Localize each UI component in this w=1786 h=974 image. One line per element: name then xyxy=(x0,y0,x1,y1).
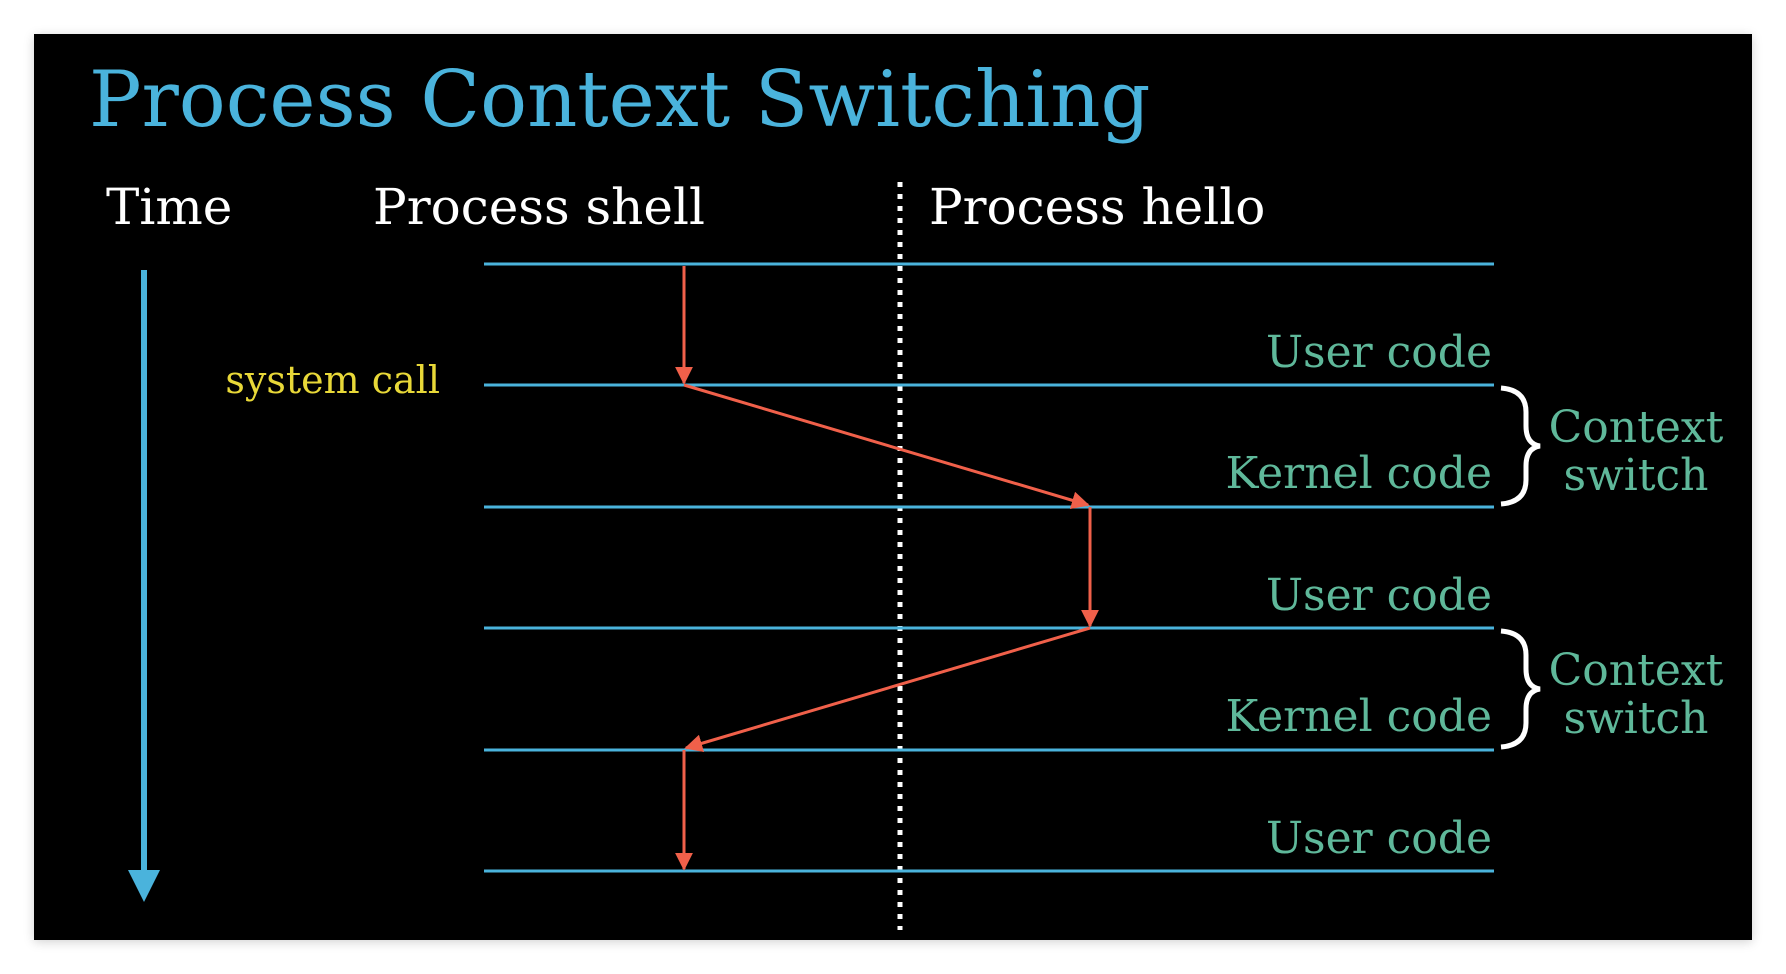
column-header-shell: Process shell xyxy=(373,178,705,236)
column-header-hello: Process hello xyxy=(929,178,1265,236)
context-switch-label-2-line1: Context xyxy=(1549,645,1724,696)
region-label-kernel-2: Kernel code xyxy=(1225,691,1492,742)
slide-title: Process Context Switching xyxy=(89,55,1150,145)
region-label-user-3: User code xyxy=(1266,813,1492,864)
system-call-annotation: system call xyxy=(225,358,440,402)
context-switch-label-1-line1: Context xyxy=(1549,402,1724,453)
flow-arrow-switch-to-shell xyxy=(684,626,1091,753)
slide-frame: Process Context Switching Time Process s… xyxy=(34,34,1752,940)
context-switch-diagram: Process Context Switching Time Process s… xyxy=(89,55,1724,930)
context-switch-brace-1 xyxy=(1500,385,1541,507)
region-label-user-2: User code xyxy=(1266,570,1492,621)
time-axis-arrowhead xyxy=(128,870,160,902)
context-switch-label-2-line2: switch xyxy=(1564,693,1709,744)
context-switch-brace-2 xyxy=(1500,628,1541,750)
context-switch-label-1-line2: switch xyxy=(1564,450,1709,501)
region-label-kernel-1: Kernel code xyxy=(1225,448,1492,499)
region-label-user-1: User code xyxy=(1266,327,1492,378)
time-label: Time xyxy=(106,178,232,236)
flow-arrow-switch-to-hello xyxy=(683,383,1090,510)
